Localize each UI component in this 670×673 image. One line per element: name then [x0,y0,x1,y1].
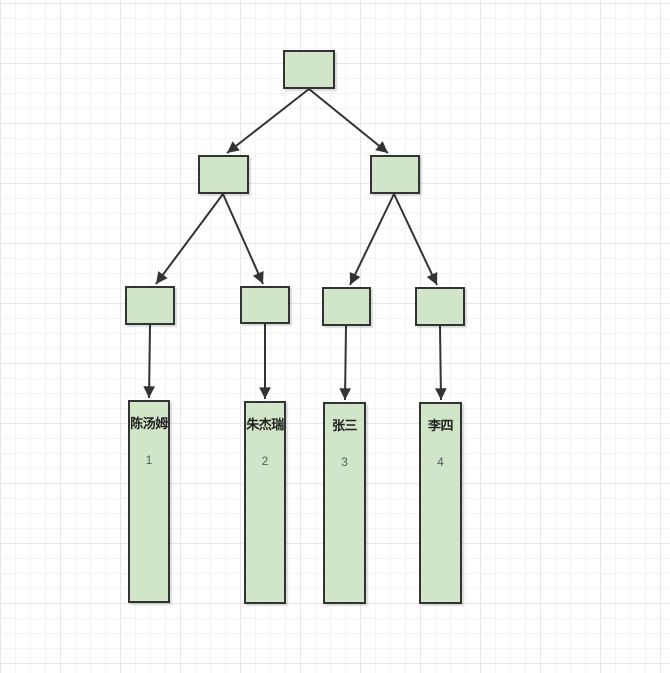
leaf-card-4[interactable]: 李四 4 [419,402,462,604]
leaf-card-3[interactable]: 张三 3 [323,402,366,604]
leaf-card-value: 3 [341,455,348,469]
edge-root-to-right[interactable] [308,88,389,154]
edge-l2a-to-l3b[interactable] [222,193,264,285]
tree-node-level3-4[interactable] [415,287,465,326]
edge-l3c-to-card3[interactable] [339,325,351,401]
leaf-card-value: 4 [437,455,444,469]
edge-l3d-to-card4[interactable] [435,325,447,401]
edge-root-to-left[interactable] [226,88,310,154]
leaf-card-value: 1 [145,453,153,467]
tree-node-level2-right[interactable] [370,155,420,194]
tree-node-level3-2[interactable] [240,286,290,324]
edge-l3a-to-card1[interactable] [143,324,155,399]
leaf-card-1[interactable]: 陈汤姆 1 [128,400,170,603]
edge-l2b-to-l3d[interactable] [393,193,438,286]
tree-node-level3-1[interactable] [125,286,175,325]
leaf-card-name: 陈汤姆 [130,416,168,431]
tree-node-level3-3[interactable] [322,287,371,326]
edge-l2b-to-l3c[interactable] [349,193,395,286]
leaf-card-value: 2 [261,454,269,468]
leaf-card-name: 朱杰瑞 [246,417,284,432]
tree-node-level2-left[interactable] [198,155,249,194]
leaf-card-2[interactable]: 朱杰瑞 2 [244,401,286,604]
leaf-card-name: 张三 [331,418,358,433]
tree-node-root[interactable] [283,50,335,89]
edge-l2a-to-l3a[interactable] [155,193,224,285]
leaf-card-name: 李四 [427,418,454,433]
